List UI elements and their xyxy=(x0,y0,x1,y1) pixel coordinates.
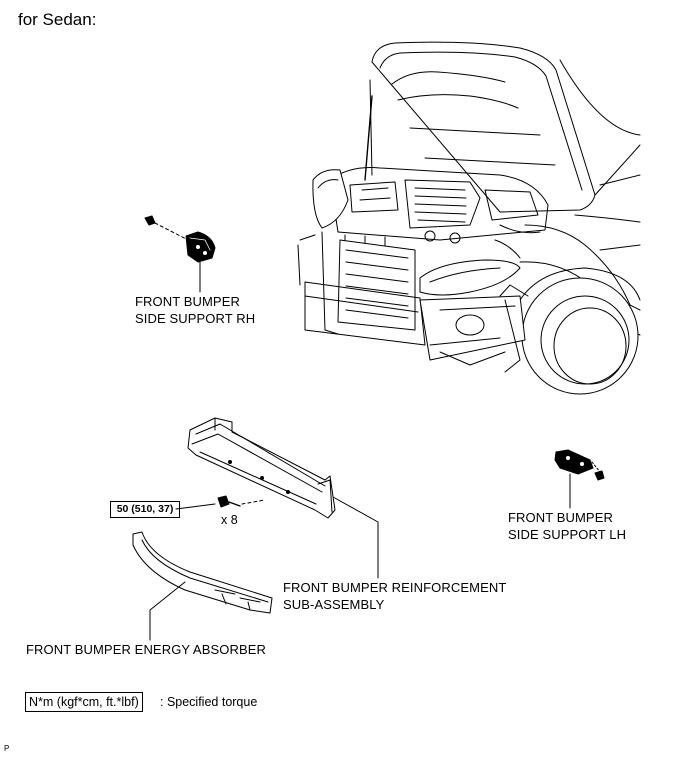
energy-absorber-part xyxy=(132,531,273,641)
label-reinforcement: FRONT BUMPER REINFORCEMENT SUB-ASSEMBLY xyxy=(283,579,506,613)
label-line: SUB-ASSEMBLY xyxy=(283,597,385,612)
label-side-support-rh: FRONT BUMPER SIDE SUPPORT RH xyxy=(135,293,255,327)
label-line: SIDE SUPPORT LH xyxy=(508,527,627,542)
torque-spec-box: 50 (510, 37) xyxy=(110,501,180,518)
side-support-lh-part xyxy=(554,449,605,509)
bolt-quantity: x 8 xyxy=(221,513,238,527)
legend-description: : Specified torque xyxy=(160,695,258,709)
page-heading: for Sedan: xyxy=(18,10,97,29)
label-line: FRONT BUMPER REINFORCEMENT xyxy=(283,580,507,595)
label-line: FRONT BUMPER xyxy=(508,510,613,525)
label-energy-absorber: FRONT BUMPER ENERGY ABSORBER xyxy=(26,642,266,657)
label-line: SIDE SUPPORT RH xyxy=(135,311,256,326)
figure-reference: P xyxy=(4,744,10,753)
legend-units-box: N*m (kgf*cm, ft.*lbf) xyxy=(25,692,143,712)
label-line: FRONT BUMPER xyxy=(135,294,240,309)
label-side-support-lh: FRONT BUMPER SIDE SUPPORT LH xyxy=(508,509,626,543)
side-support-rh-part xyxy=(144,215,216,293)
bumper-reinforcement-part xyxy=(175,417,379,579)
vehicle-front-illustration xyxy=(297,41,641,395)
